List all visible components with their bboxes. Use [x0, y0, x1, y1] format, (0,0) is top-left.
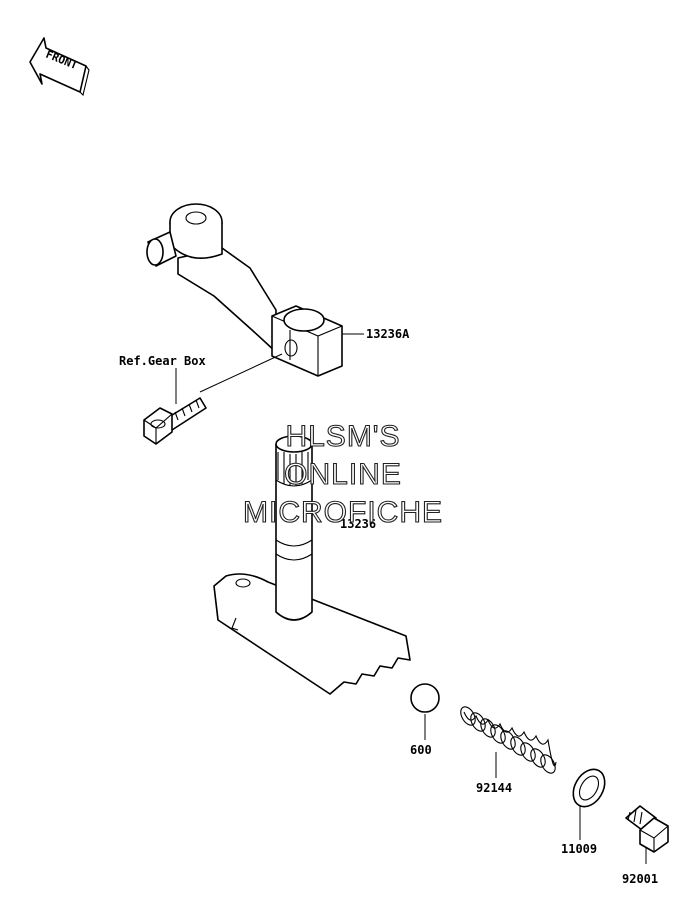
- watermark: HLSM'S ONLINE MICROFICHE: [242, 419, 443, 529]
- plug-part: [625, 805, 669, 853]
- ball-part-number: 600: [410, 743, 432, 757]
- shift-arm-part: [146, 203, 343, 377]
- washer-part-number: 11009: [561, 842, 597, 856]
- plug-part-number: 92001: [622, 872, 658, 886]
- shift-shaft-part-number: 13236: [340, 517, 376, 531]
- washer-part: [572, 768, 606, 808]
- watermark-line-1: HLSM'S: [285, 420, 400, 453]
- spring-part: [460, 706, 557, 774]
- bolt-part: [143, 397, 207, 445]
- shift-arm-part-number: 13236A: [366, 327, 410, 341]
- bolt-reference-label: Ref.Gear Box: [119, 354, 206, 368]
- watermark-line-3: MICROFICHE: [243, 496, 443, 529]
- ball-part: [410, 683, 440, 713]
- spring-part-number: 92144: [476, 781, 512, 795]
- shift-shaft-part: [213, 435, 411, 695]
- front-arrow-icon: FRONT: [29, 37, 90, 97]
- watermark-line-2: ONLINE: [284, 458, 402, 491]
